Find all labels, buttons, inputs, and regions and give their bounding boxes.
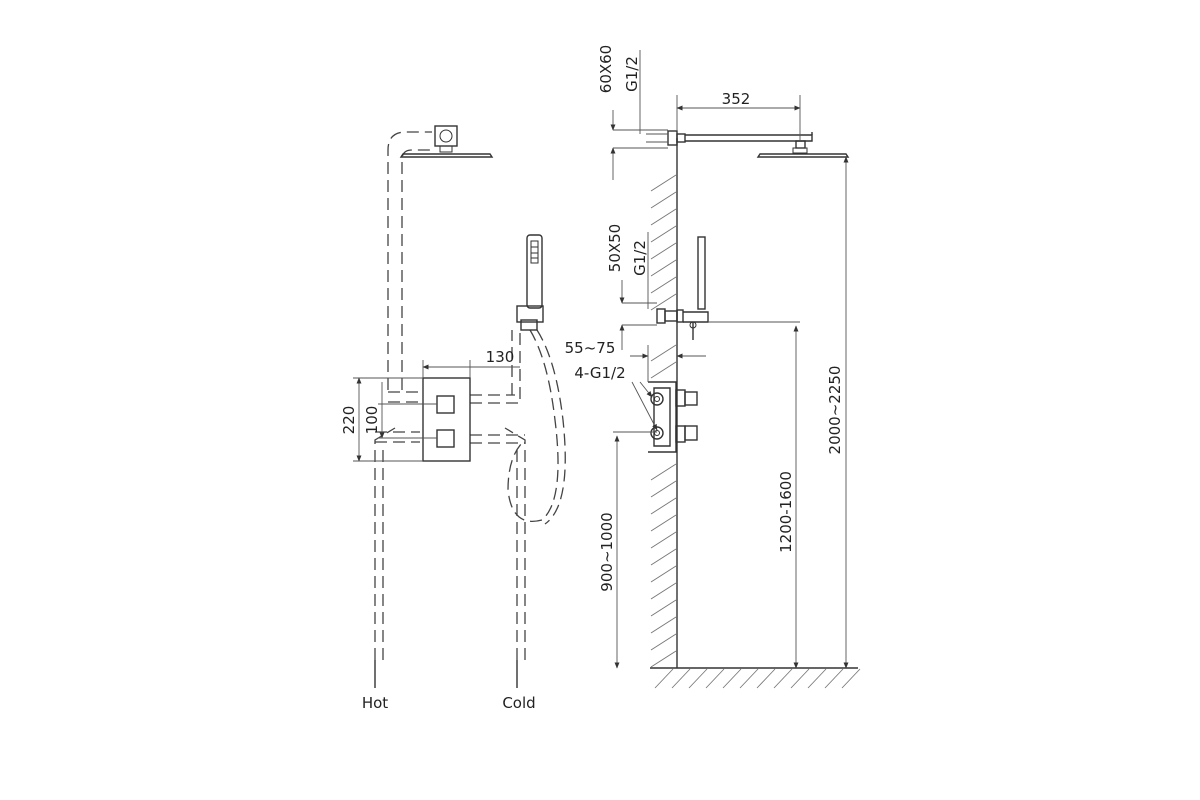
- wall-hatch-line: [650, 174, 677, 192]
- floor-hatch-line: [841, 668, 861, 689]
- dim-mid-connection: 50X50 G1/2: [606, 224, 657, 350]
- side-view: 60X60 G1/2 352 50X50 G1/2 55~75: [565, 45, 861, 689]
- front-shower-head: [399, 125, 494, 158]
- wall-hatch-line: [650, 344, 677, 362]
- mid-thread-dimension: G1/2: [631, 240, 649, 276]
- total-height-dimension: 220: [340, 406, 358, 435]
- wall-hatch-line: [650, 225, 677, 243]
- arm-length-dimension: 352: [722, 90, 751, 108]
- floor-hatch-line: [722, 668, 742, 689]
- wall-depth-dimension: 55~75: [565, 339, 616, 357]
- wall-hatch-line: [650, 531, 677, 549]
- front-hand-shower: [516, 234, 544, 331]
- dim-valve-height: 900~1000: [598, 431, 657, 669]
- dim-valve-ports: 4-G1/2: [574, 364, 658, 431]
- wall-hatch-line: [650, 463, 677, 481]
- wall-hatch-line: [650, 650, 677, 668]
- wall-hatch-line: [650, 191, 677, 209]
- floor-hatch-line: [807, 668, 827, 689]
- side-shower-arm: [667, 130, 850, 158]
- top-flange-dimension: 60X60: [597, 45, 615, 93]
- valve-ports-dimension: 4-G1/2: [574, 364, 625, 382]
- hot-label: Hot: [362, 694, 388, 712]
- wall-hatch-line: [650, 599, 677, 617]
- side-hand-shower: [656, 236, 709, 340]
- wall-hatch-line: [650, 582, 677, 600]
- wall-hatch-line: [650, 497, 677, 515]
- wall-hatch-line: [650, 480, 677, 498]
- wall-hatching: [650, 174, 861, 689]
- wall-hatch-line: [650, 208, 677, 226]
- wall-hatch-line: [650, 565, 677, 583]
- concealed-pipes: [374, 131, 566, 660]
- top-thread-dimension: G1/2: [623, 56, 641, 92]
- front-view: Hot Cold 130 220 100: [340, 125, 566, 712]
- mid-flange-dimension: 50X50: [606, 224, 624, 272]
- floor-hatch-line: [671, 668, 691, 689]
- wall-hatch-line: [650, 361, 677, 379]
- cold-label: Cold: [502, 694, 535, 712]
- dim-top-connection: 60X60 G1/2: [597, 45, 668, 180]
- dim-valve-width: 130: [422, 348, 520, 378]
- dim-wall-depth: 55~75: [565, 339, 706, 382]
- dim-valve-heights: 220 100: [340, 377, 437, 462]
- wall-hatch-line: [650, 616, 677, 634]
- floor-hatch-line: [756, 668, 776, 689]
- valve-height-dimension: 900~1000: [598, 512, 616, 591]
- floor-hatch-line: [688, 668, 708, 689]
- side-valve-body: [648, 381, 698, 453]
- wall-hatch-line: [650, 242, 677, 260]
- handshower-height-dimension: 1200-1600: [777, 471, 795, 553]
- floor-hatch-line: [773, 668, 793, 689]
- dim-handshower-height: 1200-1600: [708, 321, 800, 669]
- valve-width-dimension: 130: [486, 348, 515, 366]
- wall-hatch-line: [650, 633, 677, 651]
- floor-hatch-line: [654, 668, 674, 689]
- dim-head-height: 2000~2250: [826, 156, 849, 669]
- wall-hatch-line: [650, 276, 677, 294]
- floor-hatch-line: [824, 668, 844, 689]
- wall-hatch-line: [650, 514, 677, 532]
- floor-hatch-line: [739, 668, 759, 689]
- head-height-dimension: 2000~2250: [826, 366, 844, 455]
- floor-hatch-line: [705, 668, 725, 689]
- floor-hatch-line: [790, 668, 810, 689]
- wall-hatch-line: [650, 259, 677, 277]
- front-valve-plate: [422, 377, 471, 462]
- wall-hatch-line: [650, 293, 677, 311]
- wall-hatch-line: [650, 548, 677, 566]
- dim-arm-length: 352: [676, 90, 801, 141]
- valve-spacing-dimension: 100: [363, 406, 381, 435]
